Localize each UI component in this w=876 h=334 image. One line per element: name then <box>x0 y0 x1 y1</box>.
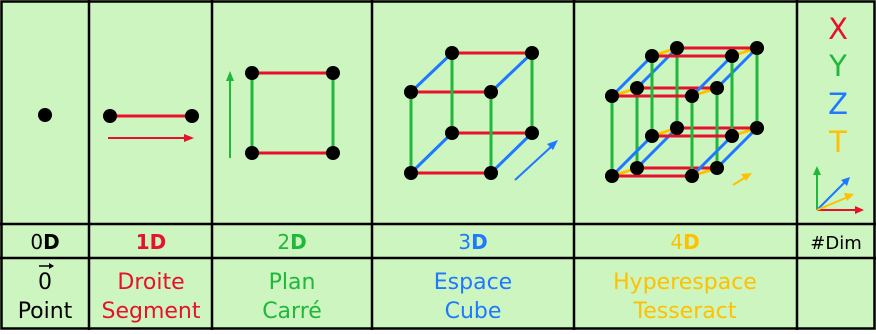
plane-name: Plan <box>269 270 316 295</box>
vertex <box>685 89 699 103</box>
vertex <box>725 49 739 63</box>
z-edge <box>690 134 734 178</box>
vertex <box>685 169 699 183</box>
vertex <box>670 41 684 55</box>
zero-vector-label: 0 <box>38 270 52 295</box>
cube-figure <box>404 46 558 181</box>
vertex <box>605 169 619 183</box>
names-row: 0 Point Droite Segment Plan Carré Espace… <box>18 263 757 324</box>
square-figure <box>226 66 340 160</box>
legend-x-label: X <box>828 12 848 46</box>
cube-name: Cube <box>445 299 502 324</box>
z-arrow <box>514 145 553 181</box>
vertex <box>484 85 498 99</box>
hyperspace-name: Hyperespace <box>613 270 757 295</box>
vertex <box>750 41 764 55</box>
dim-label-3d: 3D <box>458 230 487 254</box>
z-edge <box>610 54 654 98</box>
vertex <box>630 81 644 95</box>
tesseract-figure <box>605 41 764 186</box>
vertex <box>605 89 619 103</box>
vertex <box>185 109 199 123</box>
dim-label-0d: 0D <box>30 230 59 254</box>
t-arrow-head <box>741 173 752 181</box>
space-name: Espace <box>434 270 512 295</box>
legend-y-label: Y <box>828 49 847 83</box>
vertex <box>326 146 340 160</box>
vertex <box>630 161 644 175</box>
vector-arrow-head <box>49 263 54 269</box>
vertex <box>484 166 498 180</box>
z-edge <box>409 51 454 94</box>
z-edge <box>715 126 759 170</box>
vertex <box>445 46 459 60</box>
point-name: Point <box>18 299 73 324</box>
z-edge <box>610 134 654 178</box>
vertex <box>525 126 539 140</box>
x-axis-head <box>855 206 864 214</box>
vertex <box>670 121 684 135</box>
dimension-row: 0D 1D 2D 3D 4D #Dim <box>30 230 861 254</box>
line-name: Droite <box>117 270 184 295</box>
tesseract-name: Tesseract <box>633 299 737 324</box>
dim-header-label: #Dim <box>810 233 861 254</box>
vertex <box>710 161 724 175</box>
z-axis-head <box>841 177 850 186</box>
z-edge <box>409 131 454 175</box>
vertex <box>245 66 259 80</box>
vertex <box>725 129 739 143</box>
dim-label-2d: 2D <box>277 230 306 254</box>
t-axis-head <box>844 193 854 201</box>
vertex <box>404 85 418 99</box>
z-arrow-head <box>547 140 558 150</box>
segment-name: Segment <box>102 299 201 324</box>
vertex <box>645 49 659 63</box>
vertex <box>38 108 52 122</box>
t-axis-line <box>816 196 849 211</box>
z-edge <box>715 46 759 90</box>
point-figure <box>38 108 52 122</box>
legend-z-label: Z <box>828 87 848 121</box>
dim-label-4d: 4D <box>670 230 699 254</box>
vertex <box>404 166 418 180</box>
vertex <box>750 121 764 135</box>
x-arrow-head <box>184 134 194 142</box>
y-axis-head <box>813 166 821 175</box>
z-edge <box>489 51 534 94</box>
dim-label-1d: 1D <box>136 230 167 254</box>
vertex <box>525 46 539 60</box>
segment-figure <box>103 109 199 142</box>
vertex <box>326 66 340 80</box>
square-name: Carré <box>262 299 322 324</box>
vertex <box>645 129 659 143</box>
vertex <box>103 109 117 123</box>
z-edge <box>690 54 734 98</box>
axes-icon <box>813 166 864 214</box>
vertex <box>445 126 459 140</box>
vertex <box>710 81 724 95</box>
y-arrow-head <box>226 71 234 81</box>
z-axis-line <box>816 181 846 211</box>
axis-legend: X Y Z T <box>828 12 848 159</box>
t-arrow <box>732 176 747 186</box>
legend-t-label: T <box>828 125 847 159</box>
z-edge <box>489 131 534 175</box>
vertex <box>245 146 259 160</box>
